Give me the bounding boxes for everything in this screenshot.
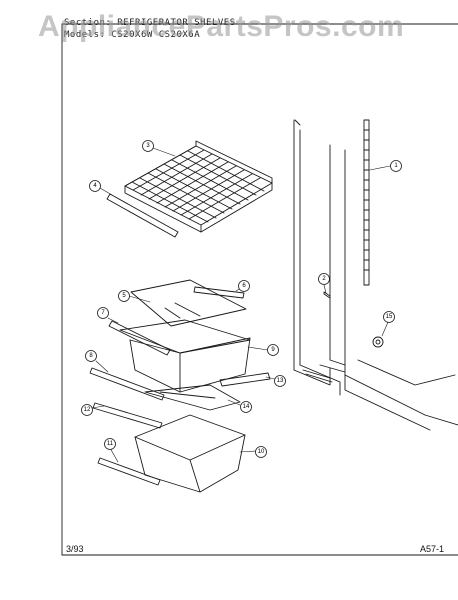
callout-3-label: 3 [146,143,150,149]
callout-14-circle [240,401,252,413]
shelf-trim-bar [106,193,179,238]
callout-10-circle [255,446,267,458]
rear-trim-bar [193,286,245,299]
callout-10-label: 10 [258,449,265,455]
callout-4-label: 4 [93,183,97,189]
callout-11-circle [104,438,116,450]
slide-rail-lower [92,402,163,429]
front-trim-bar [108,320,171,356]
callout-5-circle [118,290,130,302]
callout-4-circle [89,180,101,192]
callout-9-label: 9 [271,347,275,353]
mounting-screw [323,291,331,299]
callout-5-label: 5 [122,293,126,299]
callout-1-circle [390,160,402,172]
callout-9-circle [267,344,279,356]
callout-leaders [91,147,391,463]
callout-14-label: 14 [243,404,250,410]
crisper-pan [129,337,251,393]
callout-13-circle [274,375,286,387]
cover-support [144,384,241,411]
watermark-text: AppliancePartsPros.com [38,10,405,43]
callout-12-label: 12 [84,407,91,413]
callout-15-label: 15 [386,314,393,320]
crisper-cover-frame [119,319,251,354]
callout-6-label: 6 [242,283,246,289]
wire-shelf [124,140,273,233]
footer-page-code: A57-1 [420,544,445,554]
slide-rail-left [89,367,165,401]
slide-rail-right [219,372,271,387]
slide-rail-bottom [97,457,161,486]
cabinet-liner [293,119,458,431]
footer-date: 3/93 [66,544,84,554]
callout-8-label: 8 [89,353,93,359]
callout-1-label: 1 [394,163,398,169]
callout-3-circle [142,140,154,152]
callout-6-circle [238,280,250,292]
glass-panel [130,279,247,327]
lower-crisper-pan [134,414,246,493]
callout-12-circle [81,404,93,416]
callout-13-label: 13 [277,378,284,384]
callout-8-circle [85,350,97,362]
shelf-ladder-rail [363,119,370,286]
callout-7-label: 7 [101,310,105,316]
control-knob [372,336,384,348]
callout-2-circle [318,273,330,285]
callout-2-label: 2 [322,276,326,282]
callout-markers [81,140,402,458]
callout-15-circle [383,311,395,323]
callout-7-circle [97,307,109,319]
section-header: Section: REFRIGERATOR SHELVES [64,18,236,28]
models-header: Models: CS20X6W CS20X6A [64,30,201,40]
callout-11-label: 11 [107,441,114,447]
